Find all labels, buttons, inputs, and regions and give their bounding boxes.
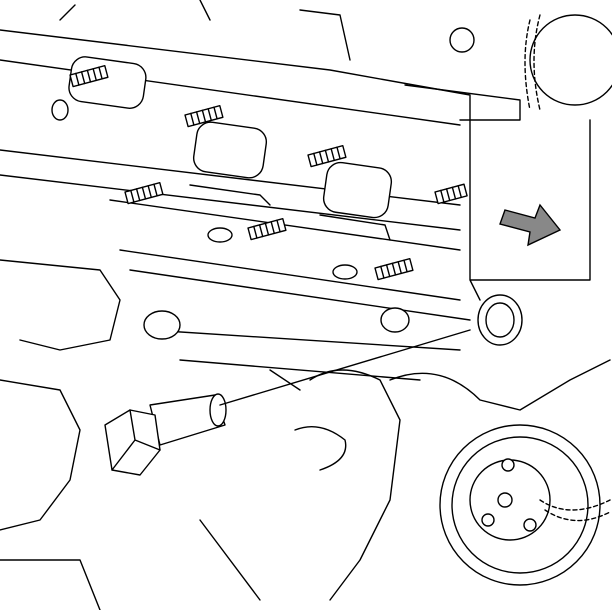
stud-7 (434, 183, 468, 205)
engine-block-lower (0, 359, 611, 610)
mounting-holes (51, 99, 523, 346)
stud-5 (247, 217, 287, 241)
stud-3 (307, 144, 347, 168)
stud-4 (124, 181, 164, 205)
stud-2 (184, 104, 224, 128)
cylinder-head (0, 0, 591, 391)
crankshaft-pulley (439, 424, 601, 586)
port-2 (192, 121, 268, 179)
exhaust-studs (69, 64, 468, 281)
timing-chain (449, 14, 612, 522)
stud-6 (374, 257, 414, 281)
sensor-with-hex-head (104, 329, 471, 476)
stud-1 (69, 64, 109, 88)
direction-arrow-icon (499, 203, 562, 247)
port-3 (322, 161, 393, 219)
exhaust-ports (68, 56, 393, 241)
